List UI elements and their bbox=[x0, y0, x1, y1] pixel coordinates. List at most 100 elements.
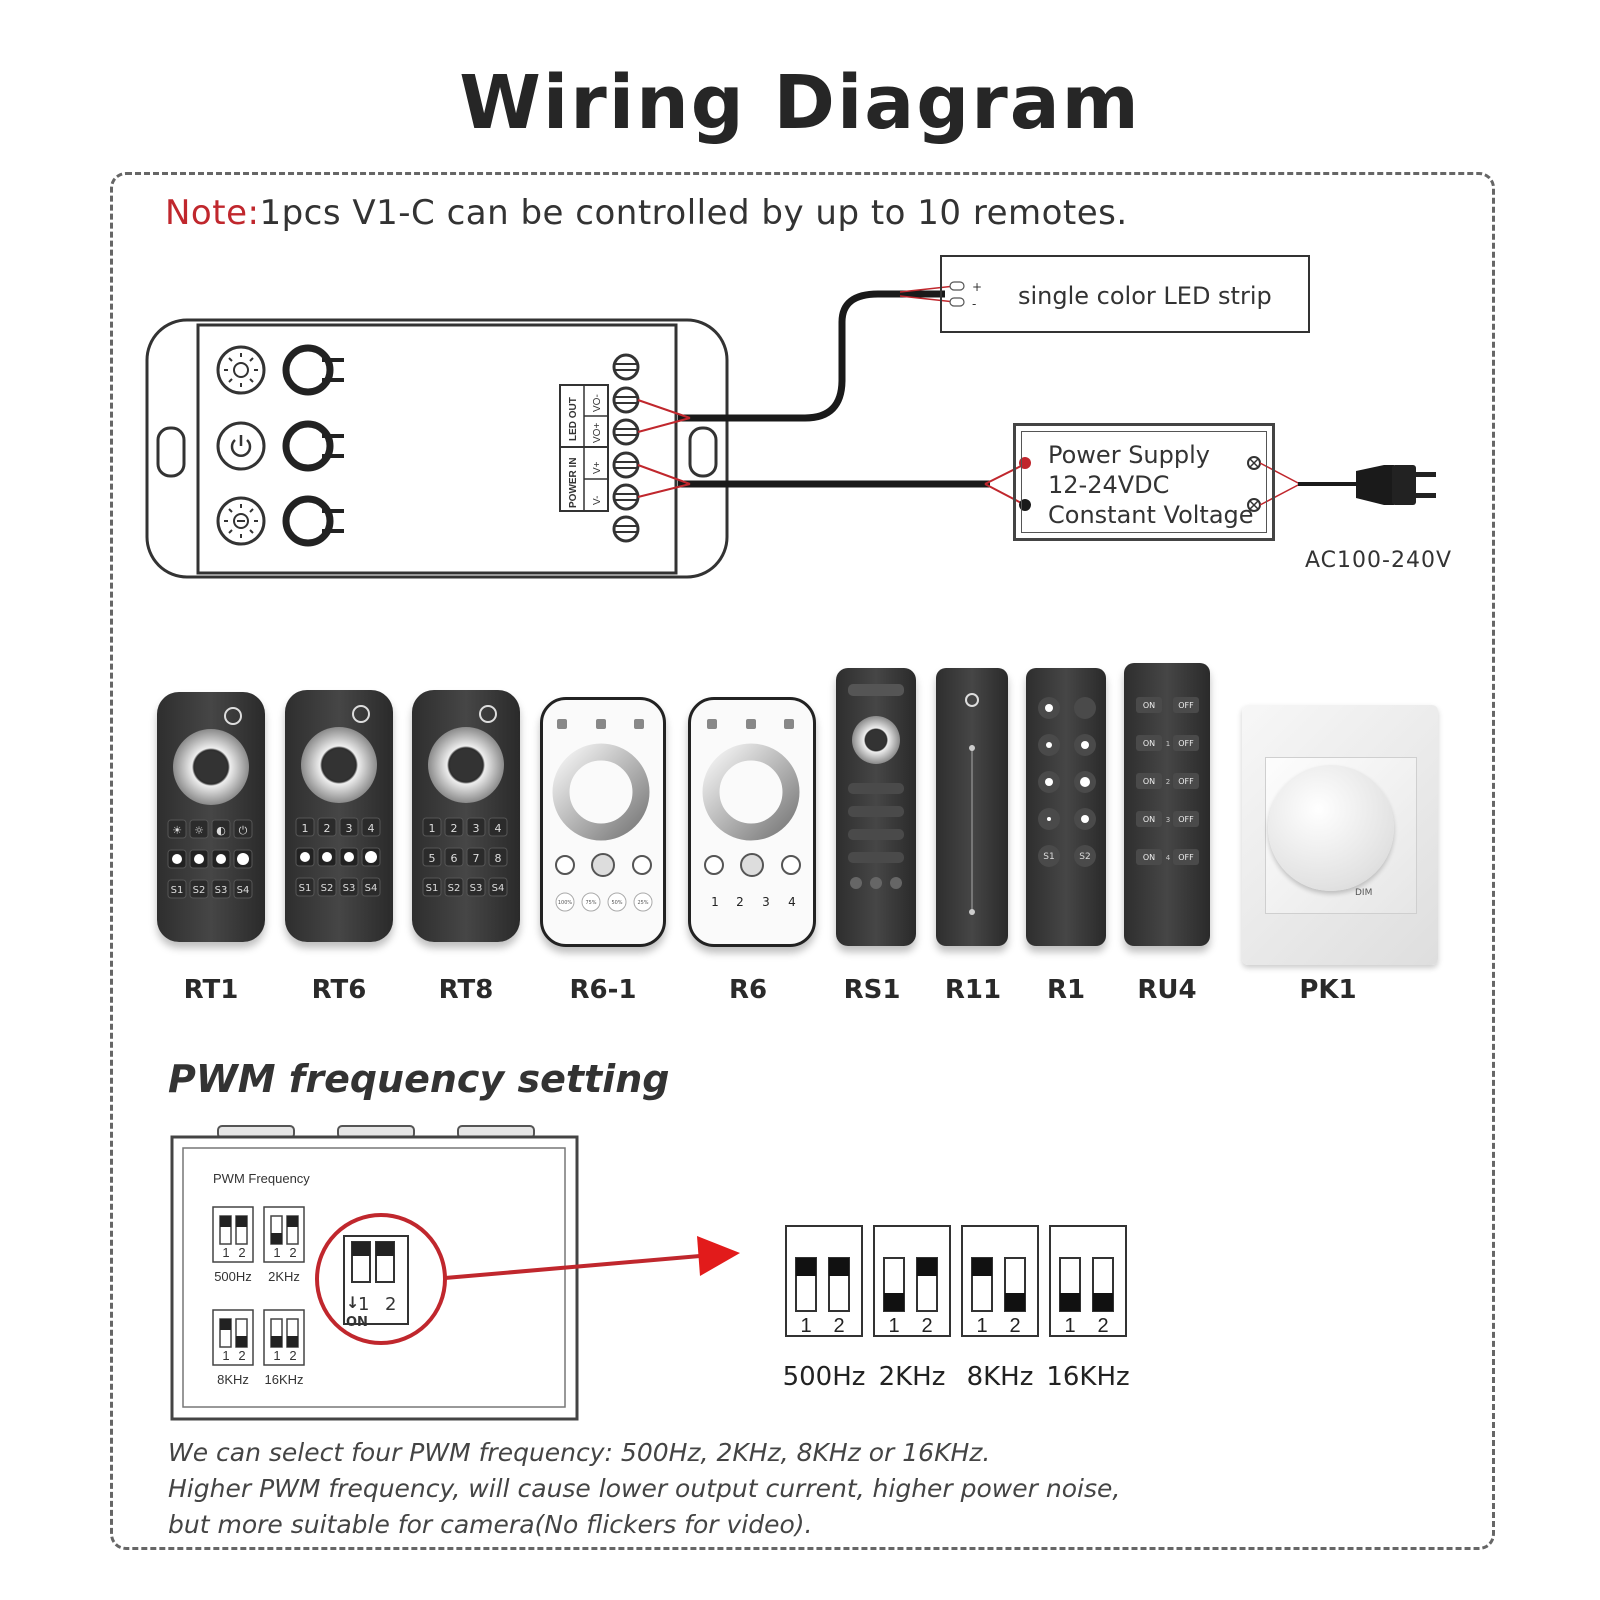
svg-text:2: 2 bbox=[238, 1348, 245, 1363]
svg-text:25%: 25% bbox=[637, 900, 648, 906]
svg-text:1: 1 bbox=[711, 895, 719, 909]
pk1-dim-label: DIM bbox=[1355, 888, 1373, 898]
mini-switch-500hz bbox=[212, 1206, 254, 1263]
svg-text:OFF: OFF bbox=[1178, 739, 1194, 748]
svg-text:S4: S4 bbox=[492, 883, 505, 894]
zoom-circle: ↓ 1 2 ON bbox=[315, 1213, 447, 1345]
brightness-up-button bbox=[216, 344, 344, 396]
remote-label-ru4: RU4 bbox=[1137, 975, 1197, 1005]
svg-text:☼: ☼ bbox=[194, 824, 204, 837]
pk1-knob bbox=[1268, 765, 1394, 891]
svg-text:2: 2 bbox=[921, 1315, 932, 1337]
mini-label-500hz: 500Hz bbox=[214, 1269, 252, 1284]
svg-text:1: 1 bbox=[429, 822, 436, 835]
svg-text:ON: ON bbox=[1143, 739, 1155, 748]
svg-text:2: 2 bbox=[289, 1348, 296, 1363]
svg-text:7: 7 bbox=[473, 852, 480, 865]
svg-text:S2: S2 bbox=[321, 883, 334, 894]
mini-label-16khz: 16KHz bbox=[264, 1372, 303, 1387]
remote-label-r1: R1 bbox=[1046, 975, 1086, 1005]
freq-label-16khz: 16KHz bbox=[1046, 1362, 1130, 1392]
svg-text:3: 3 bbox=[346, 822, 353, 835]
svg-text:◐: ◐ bbox=[216, 824, 226, 837]
svg-text:OFF: OFF bbox=[1178, 777, 1194, 786]
svg-text:S4: S4 bbox=[237, 885, 250, 896]
svg-text:2: 2 bbox=[289, 1245, 296, 1260]
svg-text:S3: S3 bbox=[215, 885, 228, 896]
svg-text:ON: ON bbox=[1143, 815, 1155, 824]
power-button bbox=[216, 420, 344, 472]
power-supply-box bbox=[1013, 423, 1275, 541]
svg-text:2: 2 bbox=[1009, 1315, 1020, 1337]
svg-text:2: 2 bbox=[1097, 1315, 1108, 1337]
switch-500hz bbox=[785, 1225, 863, 1337]
power-supply-line1: Power Supply bbox=[1048, 441, 1210, 469]
r6-1-keys: 100%75% 50%25% bbox=[552, 719, 653, 912]
svg-text:OFF: OFF bbox=[1178, 701, 1194, 710]
svg-text:1: 1 bbox=[273, 1348, 280, 1363]
mini-switch-16khz bbox=[263, 1309, 305, 1366]
pwm-description-line2: Higher PWM frequency, will cause lower o… bbox=[168, 1474, 1121, 1503]
note-label: Note: bbox=[165, 193, 260, 233]
svg-text:1: 1 bbox=[273, 1245, 280, 1260]
svg-text:+: + bbox=[972, 280, 982, 294]
svg-text:S2: S2 bbox=[448, 883, 461, 894]
rs1-keys bbox=[848, 684, 904, 889]
svg-text:1: 1 bbox=[888, 1315, 899, 1337]
svg-text:ON: ON bbox=[1143, 853, 1155, 862]
mini-switch-2khz bbox=[263, 1206, 305, 1263]
mini-label-8khz: 8KHz bbox=[217, 1372, 249, 1387]
svg-text:100%: 100% bbox=[558, 900, 573, 906]
arrow-head-icon bbox=[697, 1236, 740, 1276]
svg-text:2: 2 bbox=[451, 822, 458, 835]
led-strip-box bbox=[940, 255, 1310, 333]
svg-text:4: 4 bbox=[368, 822, 375, 835]
svg-text:4: 4 bbox=[788, 895, 796, 909]
svg-text:⏻: ⏻ bbox=[239, 824, 248, 837]
page-title: Wiring Diagram bbox=[459, 60, 1141, 146]
remote-label-rs1: RS1 bbox=[843, 975, 901, 1005]
svg-text:S2: S2 bbox=[1079, 852, 1090, 862]
svg-text:1: 1 bbox=[358, 1294, 369, 1315]
svg-text:S3: S3 bbox=[343, 883, 356, 894]
svg-text:S1: S1 bbox=[426, 883, 439, 894]
led-out-label: LED OUT bbox=[568, 397, 579, 441]
zoom-on-label: ON bbox=[346, 1315, 368, 1330]
remote-label-r11: R11 bbox=[944, 975, 1002, 1005]
pwm-description-line3: but more suitable for camera(No flickers… bbox=[168, 1510, 813, 1539]
switch-8khz bbox=[961, 1225, 1039, 1337]
mini-switch-8khz bbox=[212, 1309, 254, 1366]
pwm-box-label: PWM Frequency bbox=[213, 1171, 310, 1186]
svg-text:1: 1 bbox=[800, 1315, 811, 1337]
svg-text:S2: S2 bbox=[193, 885, 206, 896]
svg-text:2: 2 bbox=[385, 1294, 396, 1315]
remote-r6 bbox=[688, 697, 816, 947]
note-text: Note:1pcs V1-C can be controlled by up t… bbox=[165, 193, 1128, 233]
zoom-arrow bbox=[444, 1254, 701, 1280]
svg-text:OFF: OFF bbox=[1178, 815, 1194, 824]
brightness-down-button bbox=[216, 495, 344, 547]
svg-text:1: 1 bbox=[976, 1315, 987, 1337]
svg-text:1: 1 bbox=[222, 1245, 229, 1260]
svg-text:1: 1 bbox=[222, 1348, 229, 1363]
svg-text:2: 2 bbox=[1166, 778, 1170, 786]
power-supply-line2: 12-24VDC bbox=[1048, 471, 1170, 499]
svg-text:4: 4 bbox=[495, 822, 502, 835]
led-strip-label: single color LED strip bbox=[1018, 282, 1272, 310]
terminal-v-minus: V- bbox=[592, 496, 603, 505]
pwm-description-line1: We can select four PWM frequency: 500Hz,… bbox=[168, 1438, 991, 1467]
remote-label-rt1: RT1 bbox=[183, 975, 239, 1005]
r11-slider bbox=[965, 693, 979, 915]
svg-text:S4: S4 bbox=[365, 883, 378, 894]
controller-v1-c: LED OUT POWER IN VO- VO+ V+ V- bbox=[145, 318, 729, 579]
terminal-vo-minus: VO- bbox=[592, 394, 603, 412]
ac-input-label: AC100-240V bbox=[1305, 548, 1452, 573]
terminal-v-plus: V+ bbox=[592, 461, 603, 474]
svg-text:6: 6 bbox=[451, 852, 458, 865]
